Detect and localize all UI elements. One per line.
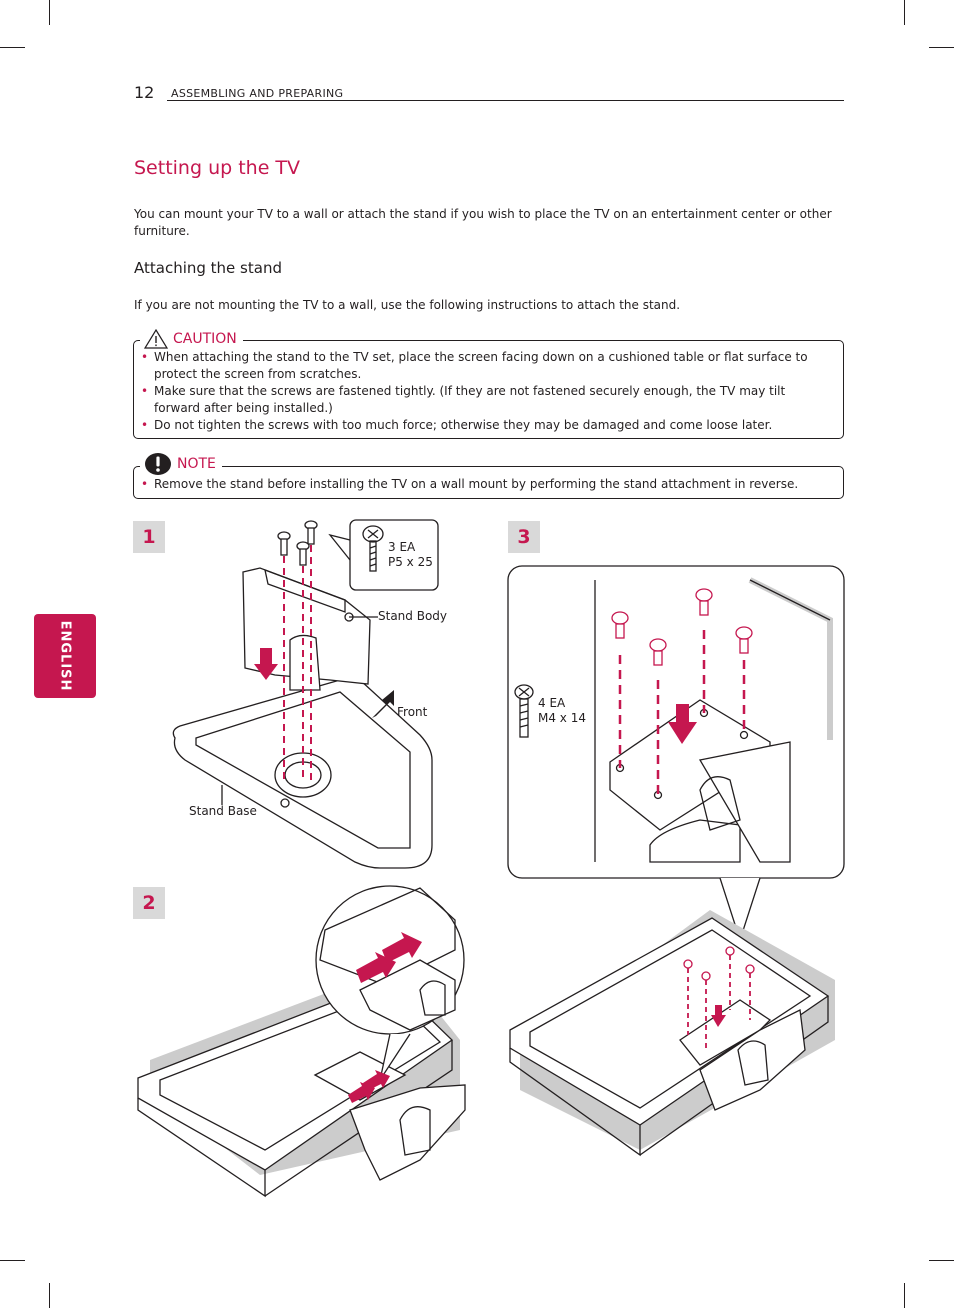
note-item: Remove the stand before installing the T… xyxy=(134,476,824,493)
note-list: Remove the stand before installing the T… xyxy=(134,476,824,493)
down-arrow-icon xyxy=(668,704,697,744)
screw-spec-icon xyxy=(514,684,534,738)
caution-box: When attaching the stand to the TV set, … xyxy=(133,340,844,439)
slide-arrow-icon xyxy=(348,932,422,1103)
caution-item: When attaching the stand to the TV set, … xyxy=(134,349,824,382)
step-3-guides xyxy=(618,630,746,795)
down-arrow-icon xyxy=(254,648,278,680)
section-name: ASSEMBLING AND PREPARING xyxy=(171,87,344,100)
step-3-screw-spec: M4 x 14 xyxy=(538,711,586,725)
exclamation-icon xyxy=(145,453,171,475)
screw-icon xyxy=(277,520,318,566)
crop-mark xyxy=(0,1260,25,1261)
step-2-badge: 2 xyxy=(133,887,165,919)
caution-item: Do not tighten the screws with too much … xyxy=(134,417,824,434)
step-3-illustration xyxy=(507,565,845,943)
note-label: NOTE xyxy=(140,452,222,476)
step-3-overview xyxy=(509,910,835,1157)
header-rule xyxy=(167,100,844,101)
crop-mark xyxy=(904,1283,905,1308)
crop-mark xyxy=(49,1283,50,1308)
step-2-illustration xyxy=(137,885,466,1198)
subsection-intro: If you are not mounting the TV to a wall… xyxy=(134,298,681,312)
stand-body-label: Stand Body xyxy=(378,609,448,623)
crop-mark xyxy=(929,47,954,48)
screw-spec-icon xyxy=(362,525,384,572)
crop-mark xyxy=(0,47,25,48)
page-title: Setting up the TV xyxy=(134,157,301,179)
down-arrow-icon xyxy=(711,1005,726,1027)
stand-base-label: Stand Base xyxy=(189,804,257,818)
step-1-guides xyxy=(283,545,312,780)
caution-list: When attaching the stand to the TV set, … xyxy=(134,349,824,434)
step-1-screw-spec: P5 x 25 xyxy=(388,555,433,569)
step-1-badge: 1 xyxy=(133,521,165,553)
screw-icon xyxy=(683,946,755,981)
step-3-overview-guides xyxy=(687,955,751,1050)
step-3-badge: 3 xyxy=(508,521,540,553)
subsection-title: Attaching the stand xyxy=(134,259,282,277)
intro-paragraph: You can mount your TV to a wall or attac… xyxy=(134,207,832,238)
front-arrow-icon xyxy=(372,690,394,718)
caution-item: Make sure that the screws are fastened t… xyxy=(134,383,824,416)
step-1-screw-qty: 3 EA xyxy=(388,540,416,554)
note-label-text: NOTE xyxy=(177,456,216,472)
caution-label: CAUTION xyxy=(140,329,243,349)
page-number: 12 xyxy=(134,83,155,102)
crop-mark xyxy=(49,0,50,25)
language-tab xyxy=(34,614,96,698)
warning-icon xyxy=(144,329,168,349)
note-box: Remove the stand before installing the T… xyxy=(133,466,844,499)
crop-mark xyxy=(904,0,905,25)
screw-icon xyxy=(611,588,753,666)
front-label: Front xyxy=(397,705,428,719)
caution-label-text: CAUTION xyxy=(173,331,237,347)
crop-mark xyxy=(929,1260,954,1261)
step-3-screw-qty: 4 EA xyxy=(538,696,566,710)
